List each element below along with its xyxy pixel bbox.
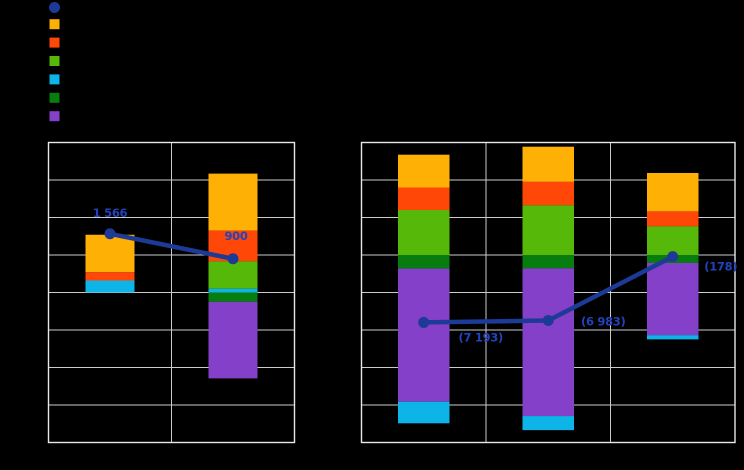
bar-segment-orangered [85, 272, 135, 281]
bar-segment-cyan [85, 280, 135, 293]
bar-segment-green [208, 261, 258, 289]
plot-border [360, 141, 736, 444]
data-label: (6 983) [581, 314, 625, 328]
bar-segment-orange [398, 154, 450, 188]
bar-segment-purple [208, 301, 258, 379]
legend-marker-series-cyan [49, 74, 60, 85]
bar-segment-cyan [398, 401, 450, 424]
data-label: (178) [704, 260, 737, 274]
bar-segment-orangered [647, 211, 699, 227]
bar-segment-cyan [647, 335, 699, 340]
bar-segment-orange [208, 173, 258, 231]
data-label: (7 193) [459, 330, 503, 344]
bar-segment-green [522, 205, 574, 255]
bar-segment-orangered [522, 181, 574, 206]
net-line-point [542, 314, 554, 326]
legend-marker-line-series [49, 2, 60, 13]
net-line [107, 231, 236, 261]
data-label: 900 [224, 229, 247, 243]
bar-segment-green [398, 210, 450, 255]
net-line-point [418, 316, 430, 328]
plot-border [47, 141, 296, 444]
bar-segment-orange [85, 234, 135, 273]
data-label: 1 566 [93, 206, 128, 220]
bar-segment-darkgreen [208, 292, 258, 302]
bar-segment-darkgreen [522, 255, 574, 269]
legend-marker-series-green [49, 56, 60, 66]
bar-segment-cyan [522, 416, 574, 431]
bar-segment-darkgreen [398, 255, 450, 269]
bar-segment-orangered [398, 187, 450, 210]
bar-segment-orange [522, 146, 574, 182]
legend-marker-series-darkgreen [49, 92, 60, 103]
bar-segment-cyan [208, 288, 258, 293]
net-line-point [667, 251, 679, 263]
net-line-point [227, 253, 239, 265]
net-line-point [104, 228, 116, 240]
bar-segment-purple [522, 268, 574, 417]
bar-segment-purple [398, 268, 450, 402]
legend-marker-series-orangered [49, 37, 60, 48]
legend-marker-series-purple [49, 111, 60, 122]
bar-segment-purple [647, 262, 699, 336]
bar-segment-orange [647, 172, 699, 212]
bar-segment-green [647, 226, 699, 255]
legend-marker-series-orange [49, 19, 60, 30]
